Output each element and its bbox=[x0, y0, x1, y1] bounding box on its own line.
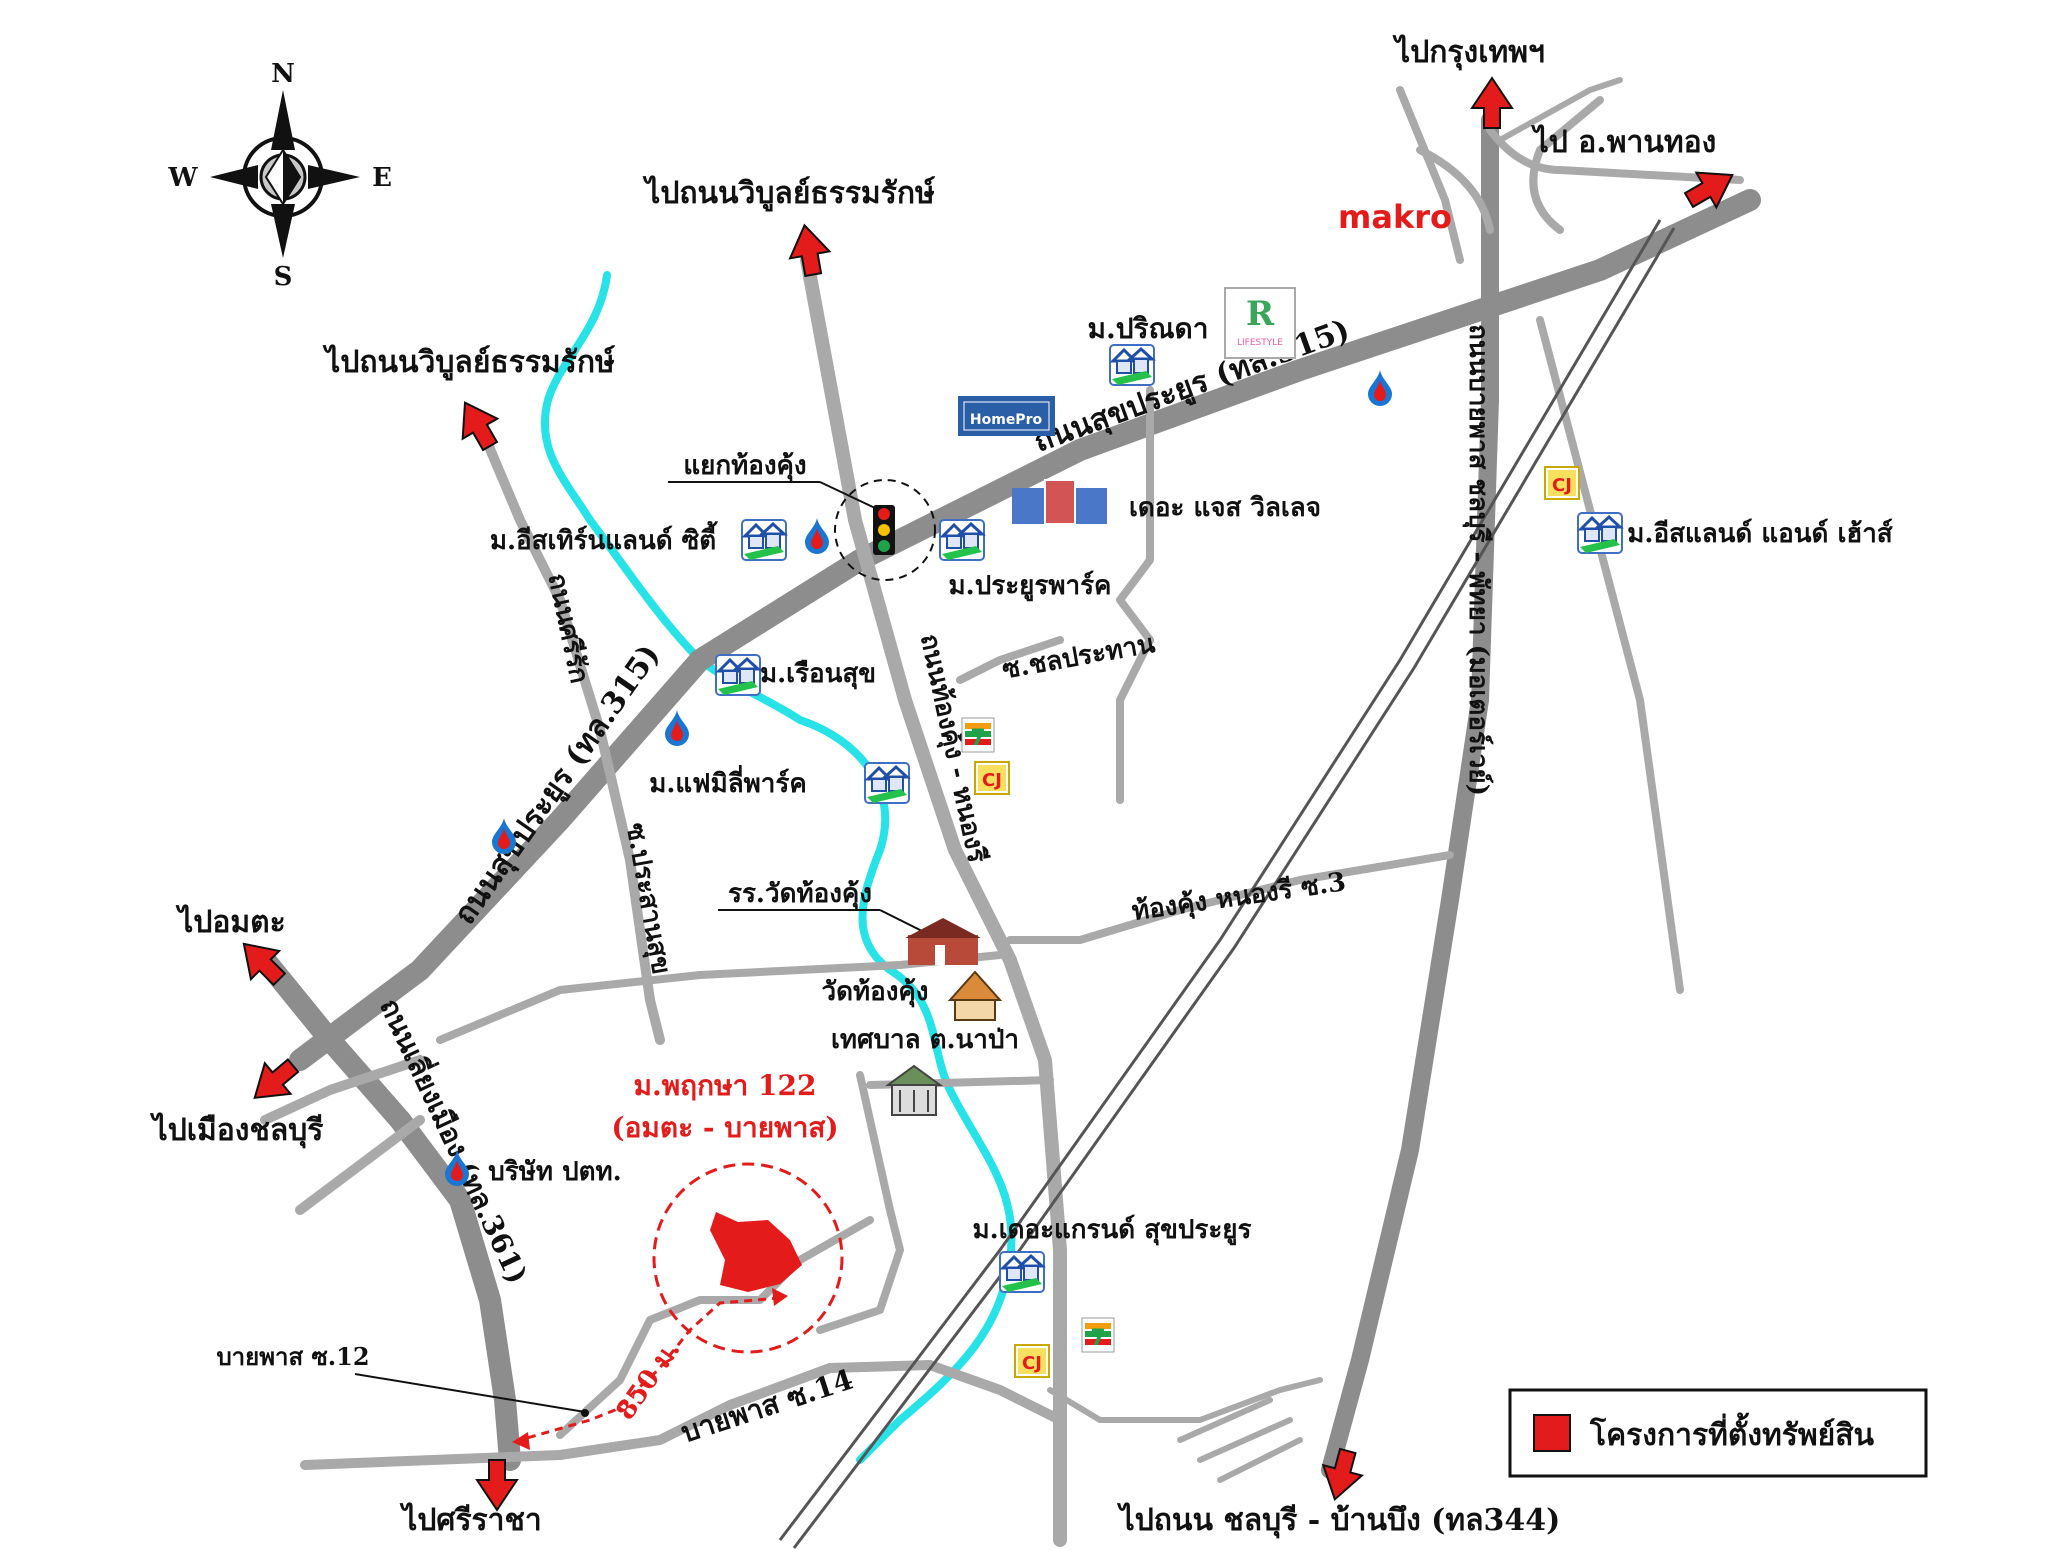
compass-n: N bbox=[271, 59, 295, 89]
seven-eleven-icon bbox=[961, 717, 995, 753]
the-jazz-logo bbox=[1012, 479, 1107, 525]
distance-path bbox=[519, 1296, 781, 1442]
house-icon bbox=[714, 653, 762, 697]
label-ruen-suk: ม.เรือนสุข bbox=[760, 659, 876, 690]
label-the-jazz: เดอะ แจส วิลเลจ bbox=[1129, 493, 1321, 523]
label-tongkung-nongri-3: ท้องคุ้ง หนองรี ซ.3 bbox=[1130, 867, 1348, 928]
label-eastern-land: ม.อีสเทิร์นแลนด์ ซิตี้ bbox=[490, 520, 719, 556]
arrow-bangkok bbox=[1471, 77, 1513, 129]
label-prayoon-park: ม.ประยูรพาร์ค bbox=[949, 570, 1112, 602]
svg-text:R: R bbox=[1246, 294, 1275, 334]
ptt-icon bbox=[805, 518, 829, 554]
dest-phanthong: ไป อ.พานทอง bbox=[1531, 124, 1717, 160]
legend: โครงการที่ตั้งทรัพย์สิน bbox=[1508, 1388, 1928, 1478]
temple-icon bbox=[947, 970, 1003, 1021]
arrow-wiboon-top bbox=[783, 220, 834, 280]
label-yaek-tongkung: แยกท้องคุ้ง bbox=[683, 451, 806, 482]
project-radius-circle bbox=[652, 1162, 844, 1354]
project-sub: (อมตะ - บายพาส) bbox=[611, 1111, 838, 1144]
tongkung-nongri-road bbox=[800, 253, 1067, 1547]
svg-text:HomePro: HomePro bbox=[970, 412, 1043, 428]
municipality-icon bbox=[884, 1064, 944, 1116]
ptt-icon bbox=[665, 710, 689, 746]
house-icon bbox=[998, 1250, 1046, 1294]
dest-bangkok: ไปกรุงเทพฯ bbox=[1392, 34, 1545, 71]
makro-logo: makro bbox=[1338, 198, 1452, 236]
label-family-park: ม.แฟมิลี่พาร์ค bbox=[649, 764, 807, 799]
svg-text:LIFESTYLE: LIFESTYLE bbox=[1237, 338, 1283, 348]
dest-banbueng: ไปถนน ชลบุรี - บ้านบึง (ทล344) bbox=[1117, 1502, 1561, 1539]
bypass-14-road bbox=[300, 1360, 1065, 1470]
compass-e: E bbox=[372, 163, 392, 193]
bypass-muang-road bbox=[254, 949, 521, 1471]
house-icon bbox=[1576, 511, 1624, 555]
house-icon bbox=[863, 761, 911, 805]
cj-icon bbox=[974, 761, 1010, 795]
seven-eleven-icon bbox=[1081, 1317, 1115, 1353]
lifestyle-logo: R LIFESTYLE bbox=[1224, 287, 1296, 359]
srirak-road bbox=[477, 425, 665, 1045]
label-ptt-company: บริษัท ปตท. bbox=[488, 1157, 621, 1187]
project-name: ม.พฤกษา 122 bbox=[634, 1069, 817, 1102]
sukprayoon-road bbox=[289, 189, 1761, 1071]
cj-icon bbox=[1544, 466, 1580, 500]
ptt-icon bbox=[1368, 370, 1392, 406]
dest-amata: ไปอมตะ bbox=[175, 904, 286, 940]
school-icon bbox=[905, 918, 981, 965]
legend-label: โครงการที่ตั้งทรัพย์สิน bbox=[1589, 1412, 1875, 1453]
label-grand: ม.เดอะแกรนด์ สุขประยูร bbox=[973, 1214, 1252, 1246]
dest-sriracha: ไปศรีราชา bbox=[399, 1502, 541, 1538]
compass-s: S bbox=[274, 262, 293, 292]
dest-wiboon-top: ไปถนนวิบูลย์ธรรมรักษ์ bbox=[642, 175, 935, 212]
label-srirak: ถนนศรีรัก bbox=[542, 571, 595, 686]
compass-w: W bbox=[167, 163, 198, 193]
label-parinda: ม.ปริณดา bbox=[1088, 312, 1209, 345]
motorway-road bbox=[1321, 111, 1499, 1479]
house-icon bbox=[740, 518, 788, 562]
label-bypass-12: บายพาส ซ.12 bbox=[216, 1342, 369, 1371]
homepro-logo: HomePro bbox=[958, 396, 1055, 436]
compass-rose: N S E W bbox=[167, 59, 392, 292]
label-municipality: เทศบาล ต.นาป่า bbox=[831, 1025, 1019, 1055]
dest-muang: ไปเมืองชลบุรี bbox=[150, 1112, 324, 1149]
project-marker bbox=[710, 1212, 802, 1292]
label-school: รร.วัดท้องคุ้ง bbox=[728, 879, 872, 910]
house-icon bbox=[938, 518, 986, 562]
cj-icon bbox=[1014, 1344, 1050, 1378]
label-motorway: ถนนบายพาส ชลบุรี - พัทยา (มอเตอร์เวย์) bbox=[1462, 324, 1494, 796]
railway bbox=[778, 219, 1676, 1549]
label-bypass-14: บายพาส ซ.14 bbox=[677, 1363, 857, 1450]
label-temple: วัดท้องคุ้ง bbox=[821, 977, 928, 1008]
arrow-wiboon-left bbox=[446, 391, 509, 457]
house-icon bbox=[1108, 343, 1156, 387]
label-east-land-house: ม.อีสแลนด์ แอนด์ เฮ้าส์ bbox=[1627, 518, 1893, 549]
traffic-light-icon bbox=[873, 505, 895, 555]
dest-wiboon-left: ไปถนนวิบูลย์ธรรมรักษ์ bbox=[322, 344, 615, 381]
label-sor-prasan: ซ.ประสานสุข bbox=[619, 821, 676, 977]
